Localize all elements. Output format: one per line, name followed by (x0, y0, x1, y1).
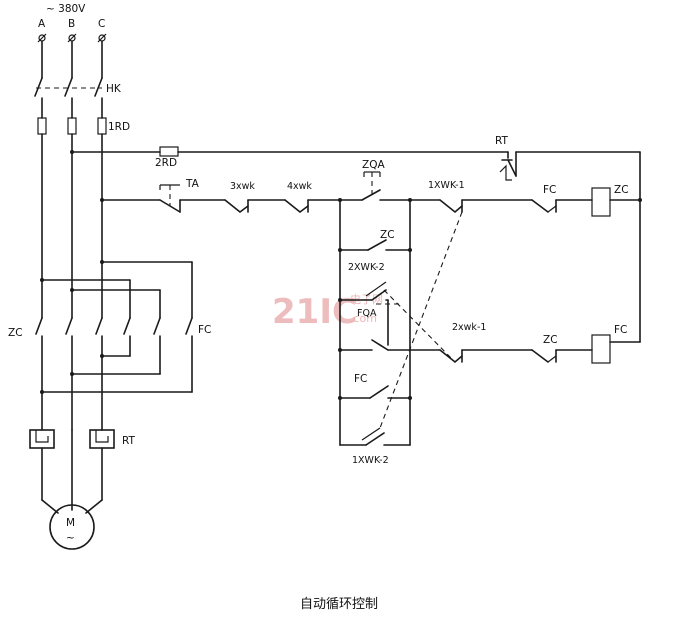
rt-contact-label: RT (495, 135, 509, 147)
phase-a-label: A (38, 18, 46, 30)
zc-interlock-bottom-label: ZC (543, 334, 558, 346)
zc-main-contacts-label: ZC (8, 327, 23, 339)
limit-1xwk-2-label: 1XWK-2 (352, 455, 389, 466)
limit-3xwk-label: 3xwk (230, 181, 255, 192)
fuse-1rd-label: 1RD (108, 121, 130, 133)
phase-c-label: C (98, 18, 105, 30)
fc-self-hold-label: FC (354, 373, 367, 385)
rt-element-label: RT (122, 435, 136, 447)
zc-self-hold-label: ZC (380, 229, 395, 241)
thermal-relay-elements (29, 429, 115, 511)
supply-voltage-label: ~ 380V (46, 3, 86, 15)
watermark-number: 21IC (272, 292, 357, 332)
zqa-button-label: ZQA (362, 159, 385, 171)
limit-1xwk-1-label: 1XWK-1 (428, 180, 465, 191)
motor-label: M (66, 517, 75, 529)
fuse-1rd (37, 117, 107, 135)
phase-b-label: B (68, 18, 75, 30)
watermark-en: .com (350, 312, 377, 325)
zc-coil-label: ZC (614, 184, 629, 196)
motor-ac-symbol: ~ (66, 532, 75, 544)
fc-interlock-top-label: FC (543, 184, 556, 196)
fuse-2rd-label: 2RD (155, 157, 177, 169)
fc-main-contacts-label: FC (198, 324, 211, 336)
power-contactors (35, 261, 193, 431)
fc-coil-label: FC (614, 324, 627, 336)
fqa-button-label: FQA (357, 308, 377, 319)
motor (41, 499, 103, 550)
watermark: 21IC 电子网 .com (272, 292, 383, 332)
diagram-caption: 自动循环控制 (300, 597, 378, 612)
limit-2xwk-2-label: 2XWK-2 (348, 262, 385, 273)
control-wiring (71, 146, 642, 446)
hk-switch-label: HK (106, 83, 122, 95)
lines-to-contactors (40, 133, 104, 319)
ta-button-label: TA (185, 178, 200, 190)
limit-4xwk-label: 4xwk (287, 181, 312, 192)
main-lines (34, 40, 103, 119)
limit-2xwk-1-label: 2xwk-1 (452, 322, 486, 333)
